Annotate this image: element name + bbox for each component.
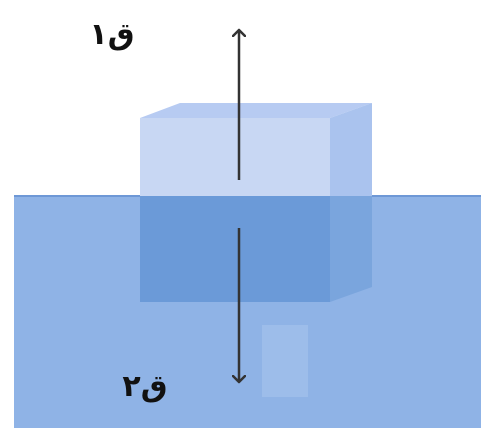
water-reflection — [262, 325, 308, 397]
force-up-label: ق١ — [89, 17, 134, 52]
force-down-label: ق٢ — [122, 369, 167, 404]
cube-front-submerged — [140, 196, 330, 302]
cube-side-face-above — [330, 103, 372, 196]
cube-top-face — [140, 103, 372, 118]
cube-front-above — [140, 118, 330, 196]
cube-side-face-submerged — [330, 196, 372, 302]
